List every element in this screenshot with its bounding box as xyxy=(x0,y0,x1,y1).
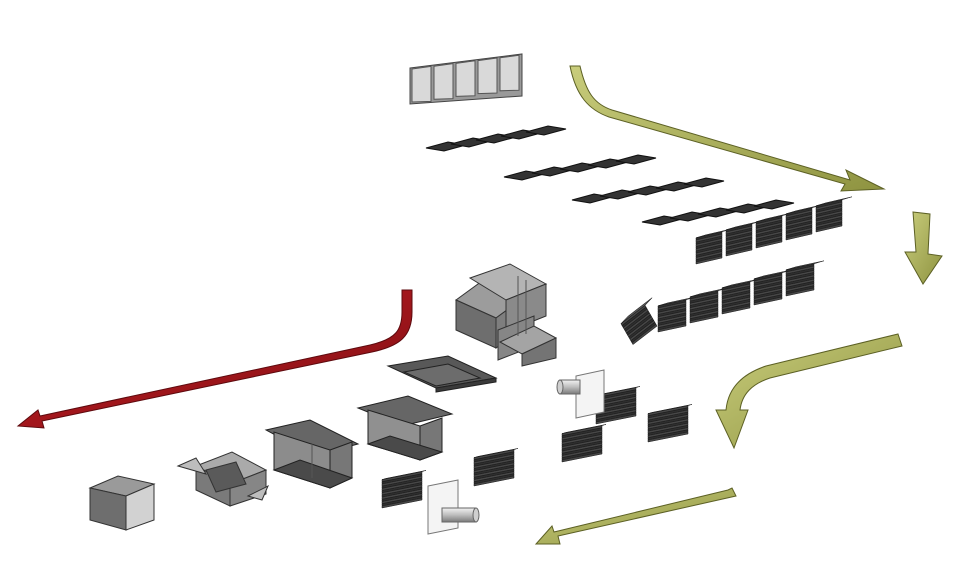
coil-stack xyxy=(725,220,763,257)
coil-stack xyxy=(785,260,825,297)
coil-stack xyxy=(473,448,519,487)
coil-fin xyxy=(785,287,815,297)
coil-fin xyxy=(631,323,658,345)
coil-stack xyxy=(753,269,793,306)
filter-frame xyxy=(477,57,498,95)
central-housing xyxy=(455,263,558,367)
supply-arrow-4 xyxy=(534,487,737,545)
coil-stacks xyxy=(657,196,853,333)
coil-top xyxy=(381,470,427,480)
fan-unit-2 xyxy=(427,479,480,535)
flat-sheets xyxy=(425,125,795,226)
plate-assembly xyxy=(386,355,498,393)
coil-fin xyxy=(815,223,843,233)
fan-unit-1 xyxy=(556,369,605,419)
filter-panel xyxy=(409,53,523,105)
coil-stack xyxy=(815,196,853,233)
coil-stack xyxy=(689,287,729,324)
coil-fin xyxy=(753,296,783,306)
coil-stack xyxy=(381,470,427,509)
coil-top xyxy=(561,424,607,434)
duct-section-2 xyxy=(264,419,360,489)
damper-box xyxy=(176,451,269,507)
coil-fin xyxy=(695,255,723,265)
supply-arrow-1 xyxy=(569,65,886,192)
filter-frame xyxy=(411,65,432,103)
coil-top xyxy=(473,448,519,458)
end-cabinet xyxy=(88,475,156,531)
supply-arrow-3 xyxy=(715,333,903,450)
coil-top xyxy=(815,196,853,207)
coil-stack xyxy=(785,204,823,241)
coil-top xyxy=(647,404,693,414)
coil-top xyxy=(785,260,825,271)
coil-fin xyxy=(381,497,423,509)
flat-sheet xyxy=(683,177,725,188)
flat-sheet xyxy=(753,199,795,210)
coil-stack xyxy=(647,404,693,443)
coil-fin xyxy=(721,305,751,315)
coil-stack xyxy=(695,228,733,265)
coil-fin xyxy=(755,239,783,249)
flat-sheet xyxy=(525,125,567,136)
coil-stack xyxy=(721,278,761,315)
coil-stack xyxy=(620,297,658,345)
filter-frame xyxy=(433,63,454,100)
fin-blocks xyxy=(381,386,693,509)
supply-arrow-2 xyxy=(904,211,943,285)
coil-fin xyxy=(689,314,719,324)
coil-stack xyxy=(561,424,607,463)
coil-fin xyxy=(725,247,753,257)
return-arrow xyxy=(16,289,413,429)
coil-fin xyxy=(785,231,813,241)
coil-fin xyxy=(473,475,515,487)
airflow-arrows xyxy=(16,65,943,545)
duct-section-1 xyxy=(356,395,454,461)
tilted-coil-stack xyxy=(620,297,658,345)
coil-fin xyxy=(595,413,637,425)
coil-stack xyxy=(755,212,793,249)
coil-fin xyxy=(657,323,687,333)
coil-top xyxy=(620,297,653,324)
coil-fin xyxy=(647,431,689,443)
coil-fin xyxy=(561,451,603,463)
filter-frame xyxy=(455,60,476,97)
flat-sheet xyxy=(615,154,657,165)
coil-stack xyxy=(657,296,697,333)
filter-frame xyxy=(499,54,520,92)
coil-stack xyxy=(595,386,641,425)
